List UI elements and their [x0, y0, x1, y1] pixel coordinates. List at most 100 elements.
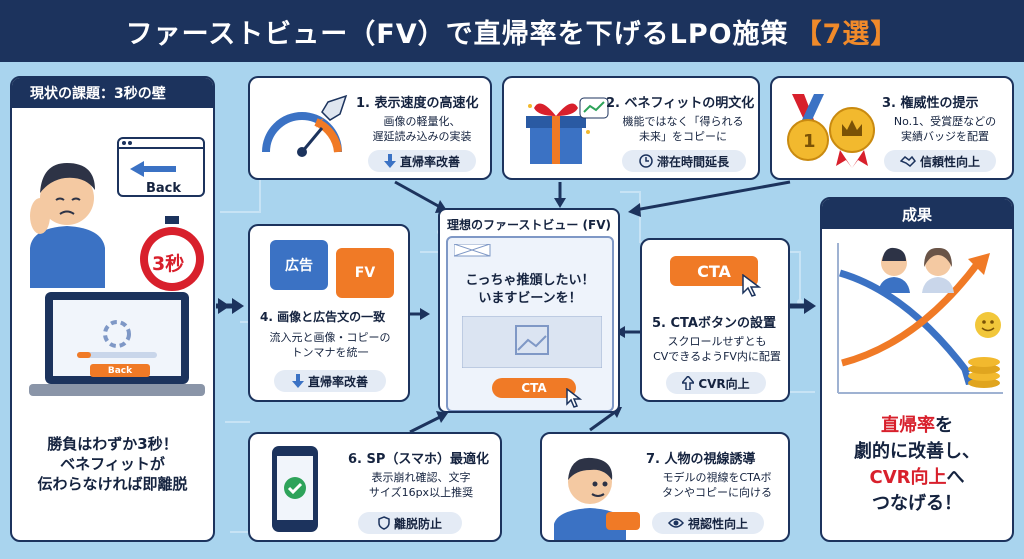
result-message: 直帰率を 劇的に改善し、 CVR向上へ つなげる！ — [822, 413, 1012, 517]
result-graph-icon — [837, 243, 1003, 394]
page-title: ファーストビュー（FV）で直帰率を下げるLPO施策 【7選】 — [0, 0, 1024, 62]
measure-6-desc-line: 表示崩れ確認、文字 — [371, 471, 471, 484]
frustrated-person-icon — [30, 163, 105, 288]
result-panel: 成果 直帰率を 劇的に改善し、 CVR向上へ つなげる！ — [820, 197, 1014, 542]
measure-7-desc-line: モデルの視線をCTAボ — [662, 471, 772, 484]
issue-message-line: ベネフィットが — [60, 455, 165, 473]
puzzle-fv-piece: FV — [336, 248, 394, 298]
measure-3-desc-line: 実績バッジを配置 — [901, 130, 989, 143]
measure-1-desc: 画像の軽量化、 遅延読み込みの実装 — [356, 114, 488, 144]
eye-icon — [667, 518, 684, 528]
ideal-fv-headline-line: いますビーンを！ — [478, 291, 582, 306]
measure-2-desc-line: 未来」をコピーに — [639, 130, 727, 143]
measure-1-badge-label: 直帰率改善 — [399, 154, 460, 169]
up-arrow-icon — [682, 376, 695, 390]
back-browser-icon — [117, 137, 205, 197]
measure-2-desc: 機能ではなく「得られる 未来」をコピーに — [608, 114, 758, 144]
measure-card-1: 1. 表示速度の高速化 画像の軽量化、 遅延読み込みの実装 直帰率改善 — [248, 76, 492, 180]
measure-7-title: 7. 人物の視線誘導 — [646, 452, 756, 467]
person-gaze-icon — [554, 457, 640, 540]
screen-back-label: Back — [107, 365, 133, 376]
issue-message-line: 勝負はわずか3秒！ — [47, 435, 178, 453]
down-arrow-icon — [383, 154, 396, 168]
measure-1-desc-line: 遅延読み込みの実装 — [372, 130, 472, 143]
cursor-icon — [742, 274, 762, 297]
measure-2-badge-label: 滞在時間延長 — [656, 154, 729, 169]
measure-card-5: CTA 5. CTAボタンの設置 スクロールせずとも CVできるようFV内に配置… — [640, 238, 790, 402]
issue-message-line: 伝わらなければ即離脱 — [37, 475, 188, 493]
measure-card-2: 2. ベネフィットの明文化 機能ではなく「得られる 未来」をコピーに 滞在時間延… — [502, 76, 760, 180]
ideal-fv-cta-label: CTA — [521, 381, 547, 395]
svg-text:1: 1 — [803, 131, 816, 152]
measure-2-badge: 滞在時間延長 — [622, 150, 746, 172]
measure-5-desc: スクロールせずとも CVできるようFV内に配置 — [644, 334, 790, 364]
title-main: ファーストビュー（FV）で直帰率を下げるLPO施策 — [125, 18, 789, 50]
result-heading: 成果 — [822, 199, 1012, 229]
measure-card-6: 6. SP（スマホ）最適化 表示崩れ確認、文字 サイズ16px以上推奨 離脱防止 — [248, 432, 502, 542]
measure-6-badge-label: 離脱防止 — [393, 516, 442, 531]
measure-5-badge-label: CVR向上 — [698, 376, 750, 391]
measure-1-badge: 直帰率改善 — [368, 150, 476, 172]
measure-4-badge: 直帰率改善 — [274, 370, 386, 392]
handshake-icon — [899, 155, 916, 167]
laptop-icon — [29, 292, 205, 396]
measure-5-desc-line: スクロールせずとも — [667, 335, 767, 348]
measure-card-3: 1 3. 権威性の提示 No.1、受賞歴などの 実績バッジを配置 信頼性向上 — [770, 76, 1014, 180]
measure-4-desc-line: 流入元と画像・コピーの — [269, 331, 391, 344]
measure-card-7: 7. 人物の視線誘導 モデルの視線をCTAボ タンやコピーに向ける 視認性向上 — [540, 432, 790, 542]
speedometer-rocket-icon — [262, 94, 348, 157]
screen-back-button: Back — [90, 364, 150, 377]
measure-7-desc-line: タンやコピーに向ける — [662, 486, 772, 499]
medal-icon: 1 — [787, 94, 875, 168]
issue-message: 勝負はわずか3秒！ ベネフィットが 伝わらなければ即離脱 — [12, 434, 213, 494]
timer-label: 3秒 — [152, 253, 185, 275]
current-issue-panel: 現状の課題：3秒の壁 Back 3秒 Back 勝負はわずか3秒！ ベネフィット… — [10, 76, 215, 542]
title-accent: 【7選】 — [794, 18, 899, 50]
measure-2-title: 2. ベネフィットの明文化 — [606, 96, 755, 111]
puzzle-fv-label: FV — [354, 265, 376, 281]
result-line2: 劇的に改善し、 — [854, 441, 980, 462]
result-cvr: CVR向上 — [869, 467, 947, 488]
measure-3-title: 3. 権威性の提示 — [882, 96, 979, 111]
measure-5-badge: CVR向上 — [666, 372, 766, 394]
result-line3-rest: へ — [946, 467, 965, 488]
measure-6-title: 6. SP（スマホ）最適化 — [348, 452, 490, 467]
cursor-icon — [566, 388, 582, 408]
measure-4-title: 4. 画像と広告文の一致 — [260, 310, 386, 324]
result-bounce-rate: 直帰率 — [881, 415, 935, 436]
measure-card-4: 広告 FV 4. 画像と広告文の一致 流入元と画像・コピーの トンマナを統一 直… — [248, 224, 410, 402]
measure-2-desc-line: 機能ではなく「得られる — [622, 115, 744, 128]
measure-4-badge-label: 直帰率改善 — [307, 374, 368, 389]
measure-3-desc-line: No.1、受賞歴などの — [893, 115, 997, 128]
puzzle-ad-piece: 広告 — [270, 240, 328, 290]
current-issue-heading: 現状の課題：3秒の壁 — [12, 78, 213, 108]
measure-1-title: 1. 表示速度の高速化 — [356, 96, 479, 111]
measure-6-badge: 離脱防止 — [358, 512, 462, 534]
ideal-fv-card: 理想のファーストビュー (FV) こっちゃ推頒したい！ いますビーンを！ CTA — [438, 208, 620, 413]
result-line1-rest: を — [935, 415, 953, 436]
measure-3-badge: 信頼性向上 — [884, 150, 996, 172]
measure-3-badge-label: 信頼性向上 — [919, 154, 980, 169]
image-placeholder-icon — [462, 316, 602, 368]
measure-3-desc: No.1、受賞歴などの 実績バッジを配置 — [878, 114, 1012, 144]
ideal-fv-browser: こっちゃ推頒したい！ いますビーンを！ CTA — [446, 236, 614, 411]
stopwatch-icon — [140, 216, 204, 291]
gift-box-icon — [526, 97, 609, 164]
measure-4-desc: 流入元と画像・コピーの トンマナを統一 — [254, 330, 406, 360]
shield-icon — [378, 516, 390, 530]
result-line4: つなげる！ — [872, 493, 962, 514]
ideal-fv-cta-button[interactable]: CTA — [492, 378, 576, 398]
measure-5-desc-line: CVできるようFV内に配置 — [653, 350, 781, 363]
measure-1-desc-line: 画像の軽量化、 — [383, 115, 461, 128]
smartphone-check-icon — [272, 446, 318, 532]
back-label: Back — [146, 181, 182, 196]
clock-icon — [639, 154, 653, 168]
measure-7-badge: 視認性向上 — [652, 512, 764, 534]
ideal-fv-headline-line: こっちゃ推頒したい！ — [465, 273, 595, 288]
measure-5-title: 5. CTAボタンの設置 — [652, 316, 776, 331]
measure-4-desc-line: トンマナを統一 — [291, 346, 369, 359]
measure-5-cta-label: CTA — [697, 261, 731, 281]
measure-6-desc: 表示崩れ確認、文字 サイズ16px以上推奨 — [346, 470, 496, 500]
measure-6-desc-line: サイズ16px以上推奨 — [368, 486, 474, 499]
measure-7-desc: モデルの視線をCTAボ タンやコピーに向ける — [644, 470, 790, 500]
